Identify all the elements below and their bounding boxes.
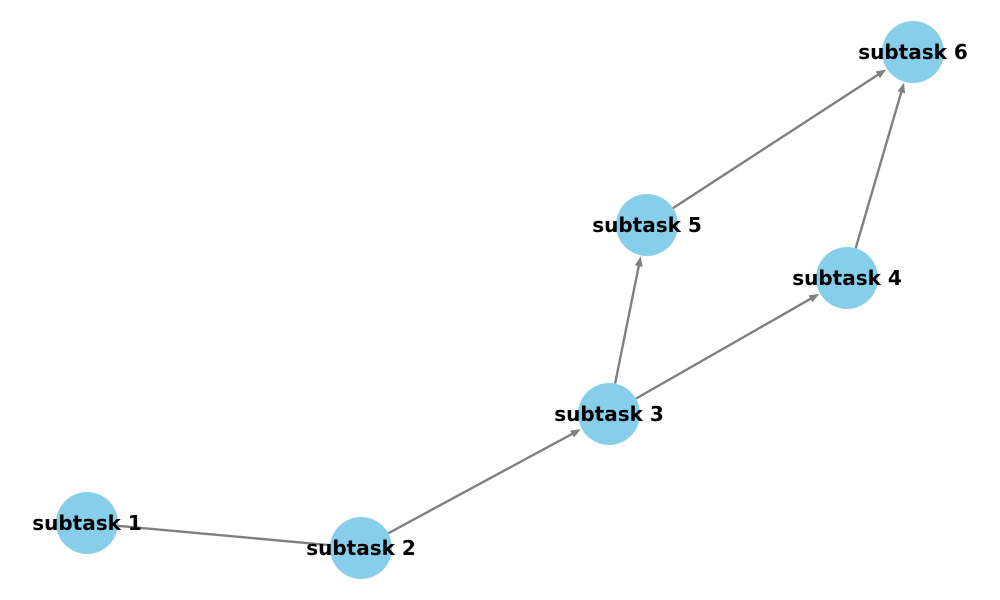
node-label: subtask 2: [306, 536, 416, 560]
edge-n3-n5: [613, 262, 641, 384]
node-label: subtask 6: [858, 40, 968, 64]
arrowhead-n3-n4: [808, 293, 820, 303]
node-label: subtask 4: [792, 266, 902, 290]
node-circle: [816, 247, 878, 309]
node-circle: [330, 517, 392, 579]
node-n5: subtask 5: [592, 194, 702, 256]
node-circle: [882, 21, 944, 83]
node-n3: subtask 3: [554, 383, 664, 445]
nodes-layer: subtask 1 subtask 2 subtask 3 subtask 4 subt…: [32, 21, 968, 579]
node-n4: subtask 4: [792, 247, 902, 309]
arrowhead-n3-n5: [634, 256, 643, 267]
edge-n5-n6: [672, 72, 881, 210]
edge-n2-n3: [387, 431, 576, 535]
node-label: subtask 5: [592, 213, 702, 237]
node-n6: subtask 6: [858, 21, 968, 83]
node-label: subtask 1: [32, 511, 142, 535]
node-circle: [56, 492, 118, 554]
node-n1: subtask 1: [32, 492, 142, 554]
edge-n4-n6: [854, 89, 904, 249]
node-circle: [578, 383, 640, 445]
node-n2: subtask 2: [306, 517, 416, 579]
arrowhead-n5-n6: [875, 69, 887, 79]
arrowhead-n2-n3: [570, 429, 581, 438]
edges-layer: [117, 69, 906, 547]
node-circle: [616, 194, 678, 256]
arrowhead-n4-n6: [897, 82, 906, 94]
edge-n1-n2: [117, 524, 331, 547]
edge-n3-n4: [635, 296, 814, 400]
node-label: subtask 3: [554, 402, 664, 426]
